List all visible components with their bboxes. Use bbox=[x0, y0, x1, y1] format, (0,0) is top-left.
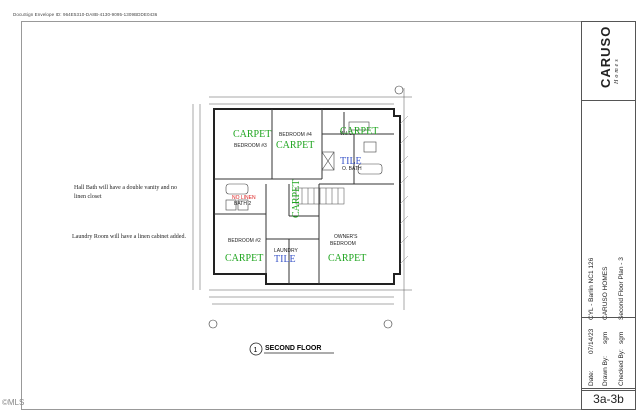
mls-watermark: ©MLS bbox=[2, 398, 25, 407]
carpet-label-wic: CARPET bbox=[340, 126, 378, 137]
exterior-walls bbox=[213, 108, 401, 285]
company-name: CARUSO HOMES bbox=[602, 266, 609, 320]
sheet-number: 3a-3b bbox=[582, 388, 635, 409]
tile-label-laundry: TILE bbox=[274, 254, 296, 265]
title-block: CARUSO Homes CYL - Barlin NC1 126 CARUSO… bbox=[581, 21, 636, 410]
fixtures bbox=[225, 121, 383, 211]
carpet-label-bedroom4: CARPET bbox=[276, 140, 314, 151]
caruso-logo: CARUSO bbox=[598, 25, 613, 88]
info-cell: Date: 07/14/23 Drawn By: sgm Checked By:… bbox=[582, 317, 635, 391]
room-label-owners-2: BEDROOM bbox=[330, 241, 356, 247]
date-label: Date: bbox=[588, 370, 595, 386]
drawing-number-circle bbox=[249, 342, 263, 356]
drawn-by-value: sgm bbox=[602, 331, 609, 344]
carpet-label-owners: CARPET bbox=[328, 253, 366, 264]
room-label-owners-1: OWNER'S bbox=[334, 234, 358, 240]
plan-sheet: DocuSign Envelope ID: 964E5310-DA8B-4130… bbox=[4, 4, 636, 410]
logo-cell: CARUSO Homes bbox=[582, 22, 635, 101]
drawn-by-label: Drawn By: bbox=[602, 356, 609, 386]
room-label-bedroom3: BEDROOM #3 bbox=[234, 143, 267, 149]
drawing-title: SECOND FLOOR bbox=[265, 345, 321, 352]
roof-hatch bbox=[399, 115, 409, 265]
no-linen-note: NO LINEN bbox=[232, 195, 256, 201]
sheet-title: Second Floor Plan - 3 bbox=[618, 257, 625, 320]
room-label-bath2: BATH 2 bbox=[234, 201, 251, 207]
laundry-note: Laundry Room will have a linen cabinet a… bbox=[72, 234, 186, 240]
checked-by-label: Checked By: bbox=[618, 349, 625, 386]
floor-plan-drawing: BEDROOM #3 BEDROOM #4 W.I.C. O. BATH BAT… bbox=[192, 85, 412, 356]
drawing-number: 1 bbox=[254, 347, 258, 354]
docusign-envelope-id: DocuSign Envelope ID: 964E5310-DA8B-4130… bbox=[13, 12, 158, 17]
room-label-bedroom2: BEDROOM #2 bbox=[228, 238, 261, 244]
stairs bbox=[295, 187, 345, 205]
project-name: CYL - Barlin NC1 126 bbox=[588, 257, 595, 320]
grid-markers bbox=[208, 85, 404, 329]
date-value: 07/14/23 bbox=[588, 328, 595, 354]
dimension-lines bbox=[192, 88, 412, 310]
carpet-label-bedroom3: CARPET bbox=[233, 129, 271, 140]
room-label-o-bath: O. BATH bbox=[342, 166, 362, 172]
project-cell: CYL - Barlin NC1 126 CARUSO HOMES Second… bbox=[582, 100, 635, 320]
checked-by-value: sgm bbox=[618, 331, 625, 344]
carpet-label-bedroom2: CARPET bbox=[225, 253, 263, 264]
hall-bath-note: Hall Bath will have a double vanity and … bbox=[74, 185, 177, 200]
caruso-logo-sub: Homes bbox=[614, 57, 620, 84]
room-label-wic: W.I.C. bbox=[340, 131, 354, 137]
carpet-label-hall: CARPET bbox=[291, 180, 302, 218]
room-label-bedroom4: BEDROOM #4 bbox=[279, 132, 312, 138]
room-label-laundry: LAUNDRY bbox=[274, 248, 298, 254]
tile-label-o-bath: TILE bbox=[340, 156, 362, 167]
